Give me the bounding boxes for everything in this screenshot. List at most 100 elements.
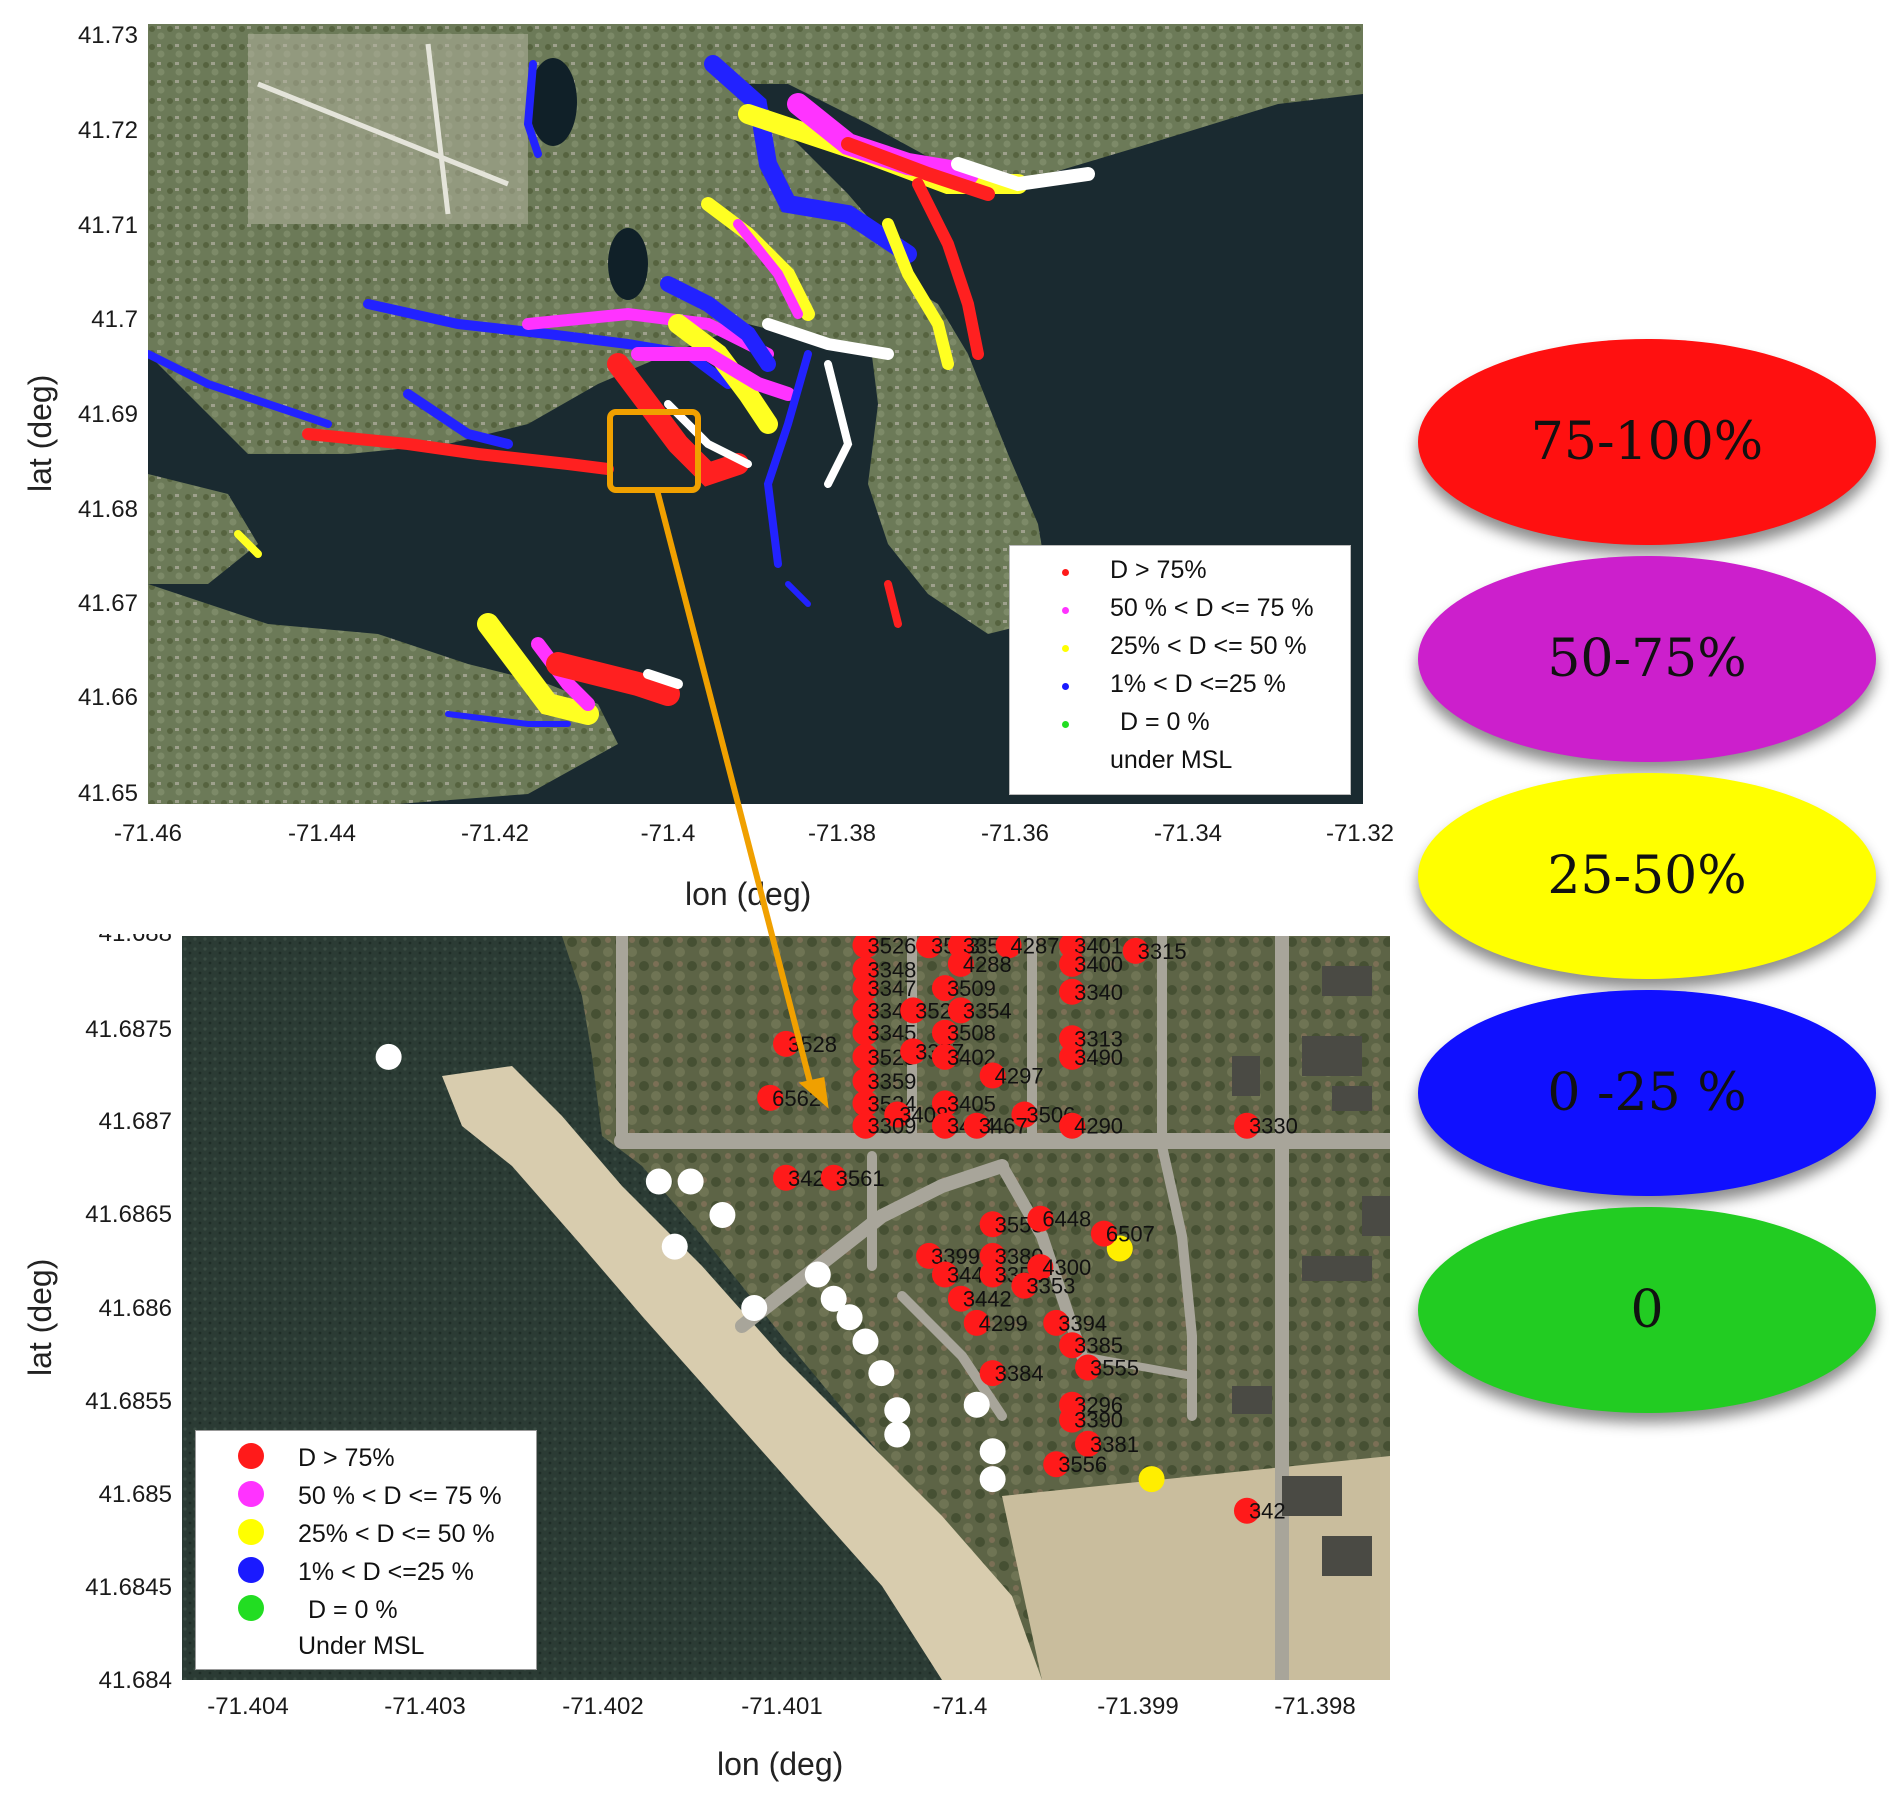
airport	[248, 34, 528, 224]
zoom-box	[607, 409, 701, 493]
scale-pill-green: 0	[1418, 1207, 1876, 1413]
red-point	[773, 1164, 799, 1191]
red-point	[1011, 1101, 1038, 1128]
legend-label: Under MSL	[298, 1632, 425, 1660]
x-tick: -71.398	[1274, 1693, 1356, 1720]
land-peninsula	[868, 274, 1048, 634]
legend-swatch-magenta	[1062, 607, 1069, 614]
point-label: 3556	[1058, 1452, 1107, 1477]
red-point	[1122, 937, 1149, 964]
y-tick: 41.73	[77, 22, 138, 49]
y-tick: 41.684	[98, 1667, 172, 1694]
land-northeast	[1248, 24, 1363, 94]
white-point	[661, 1233, 688, 1260]
y-tick: 41.67	[77, 590, 138, 617]
point-label: 3394	[1058, 1311, 1107, 1336]
point-label: 3509	[947, 976, 996, 1001]
point-label: 4297	[995, 1064, 1044, 1089]
red-point	[852, 1090, 879, 1117]
x-tick: -71.46	[113, 820, 183, 847]
white-point	[884, 1421, 911, 1448]
legend-label: 1% < D <=25 %	[1110, 670, 1286, 698]
red-point	[1090, 1220, 1117, 1247]
point-label: 6448	[1042, 1207, 1091, 1232]
top-map-legend: D > 75% 50 % < D <= 75 % 25% < D <= 50 %…	[1009, 545, 1351, 795]
x-tick: -71.399	[1097, 1693, 1179, 1720]
x-tick: -71.42	[460, 820, 530, 847]
point-label: 342	[1249, 1499, 1286, 1524]
y-tick: 41.71	[77, 212, 138, 239]
red-point	[1043, 1451, 1070, 1478]
red-point	[931, 1019, 958, 1046]
red-point	[1059, 950, 1086, 977]
point-label: 3353	[1026, 1274, 1075, 1299]
red-point	[979, 1242, 1006, 1269]
point-label: 3528	[788, 1032, 837, 1057]
x-tick: -71.34	[1153, 820, 1223, 847]
white-point	[645, 1168, 672, 1195]
x-tick: -71.36	[980, 820, 1050, 847]
red-point	[1027, 1205, 1054, 1232]
y-tick: 41.69	[77, 401, 138, 428]
white-point	[804, 1261, 831, 1288]
scale-pill-label: 50-75%	[1547, 629, 1747, 689]
red-point	[852, 1068, 879, 1095]
y-tick: 41.6855	[85, 1388, 172, 1415]
point-label: 3467	[979, 1114, 1028, 1139]
point-label: 3347	[867, 976, 916, 1001]
point-label: 3359	[867, 1069, 916, 1094]
scale-pill-magenta: 50-75%	[1418, 556, 1876, 762]
red-point	[1059, 1043, 1086, 1070]
red-point	[931, 1090, 958, 1117]
point-label: 3340	[1074, 980, 1123, 1005]
point-label: 6507	[1106, 1222, 1155, 1247]
red-point	[1233, 1497, 1260, 1524]
white-point	[820, 1285, 847, 1312]
red-point	[1059, 1112, 1086, 1139]
legend-swatch-blue	[238, 1557, 264, 1583]
point-label: 3405	[947, 1091, 996, 1116]
red-point	[852, 956, 879, 983]
top-map-y-label: lat (deg)	[22, 374, 58, 492]
white-point	[709, 1202, 736, 1228]
red-point	[1233, 1112, 1260, 1139]
point-label: 3385	[1074, 1333, 1123, 1358]
white-point	[375, 1043, 402, 1070]
point-label: 4299	[979, 1311, 1028, 1336]
damage-points	[148, 55, 1095, 727]
land-southwest	[148, 474, 258, 584]
red-point	[1059, 1332, 1086, 1359]
white-point	[884, 1397, 911, 1424]
point-label: 3555	[1090, 1356, 1139, 1381]
red-point	[931, 1112, 958, 1139]
legend-label: under MSL	[1110, 746, 1233, 774]
red-point	[963, 1309, 990, 1336]
point-label: 3526	[867, 936, 916, 958]
legend-swatch-yellow	[238, 1519, 264, 1545]
red-point	[963, 1112, 990, 1139]
red-point	[995, 936, 1022, 959]
y-tick: 41.68	[77, 496, 138, 523]
red-point	[1075, 1354, 1101, 1381]
white-point	[963, 1391, 990, 1418]
legend-swatch-green	[1062, 721, 1069, 728]
x-tick: -71.38	[807, 820, 877, 847]
red-point	[1011, 1272, 1038, 1299]
x-tick: -71.4	[932, 1693, 988, 1720]
red-point	[852, 997, 879, 1024]
red-point	[852, 975, 879, 1002]
legend-swatch-yellow	[1062, 645, 1069, 652]
red-point	[900, 997, 927, 1024]
y-tick: 41.66	[77, 684, 138, 711]
red-point	[947, 997, 974, 1024]
red-point	[820, 1164, 847, 1191]
red-point	[947, 1285, 974, 1312]
scale-pill-label: 75-100%	[1530, 412, 1764, 472]
legend-label: 50 % < D <= 75 %	[298, 1482, 502, 1510]
top-map-x-label: lon (deg)	[685, 876, 812, 912]
red-point	[900, 1038, 927, 1065]
scale-pill-label: 0	[1630, 1280, 1664, 1340]
x-tick: -71.32	[1325, 820, 1395, 847]
red-point	[979, 1062, 1006, 1089]
point-label: 3442	[963, 1287, 1012, 1312]
